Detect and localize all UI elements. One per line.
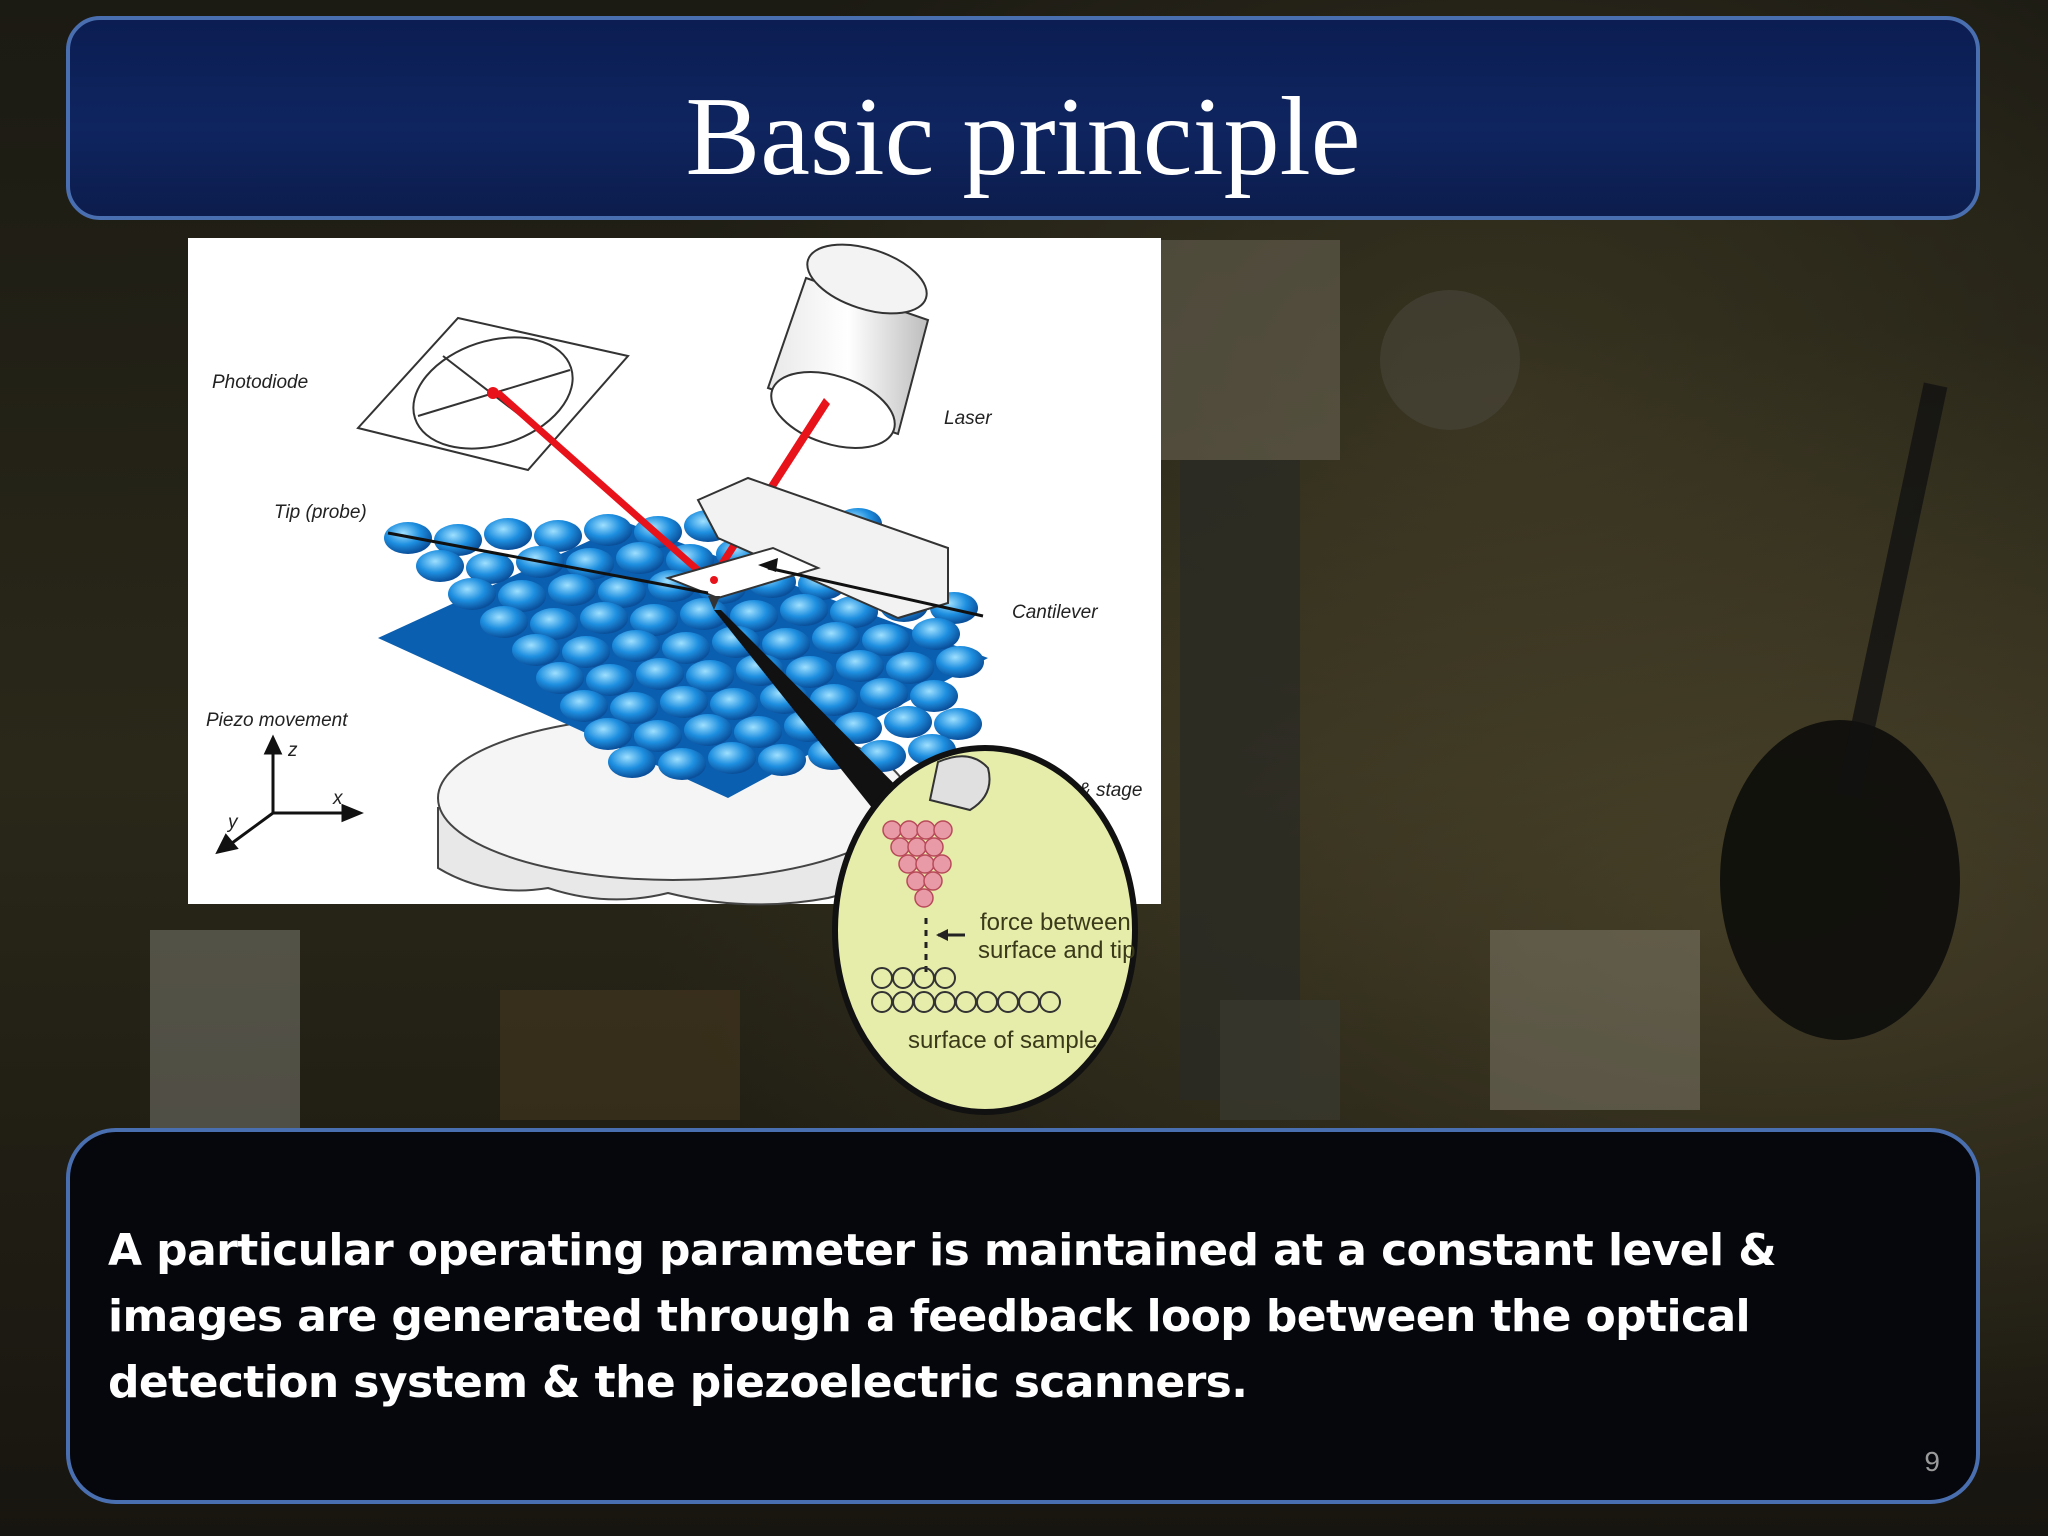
- surface-dome: [562, 636, 610, 668]
- axes-icon: [215, 734, 364, 855]
- surface-dome: [416, 550, 464, 582]
- sample-stage: [437, 715, 909, 906]
- surface-dome: [836, 650, 884, 682]
- tip-atom: [899, 820, 919, 840]
- label-axis-x: x: [332, 788, 344, 809]
- surface-dome: [598, 576, 646, 608]
- surface-dome: [680, 598, 728, 630]
- surface-dome: [586, 664, 634, 696]
- cantilever: [664, 476, 949, 620]
- label-tip: Tip (probe): [274, 502, 367, 523]
- surface-dome: [448, 578, 496, 610]
- surface-dome: [548, 574, 596, 606]
- surface-atoms: [871, 967, 1061, 1013]
- surface-dome: [536, 662, 584, 694]
- surface-dome: [560, 690, 608, 722]
- label-photodiode: Photodiode: [212, 372, 308, 393]
- afm-diagram: Photodiode Laser Tip (probe) Cantilever …: [206, 243, 1142, 906]
- surface-dome: [686, 660, 734, 692]
- surface-dome: [884, 706, 932, 738]
- surface-dome: [862, 624, 910, 656]
- surface-dome: [758, 744, 806, 776]
- surface-dome: [616, 542, 664, 574]
- surface-dome: [658, 748, 706, 780]
- surface-dome: [934, 708, 982, 740]
- surface-dome: [484, 518, 532, 550]
- surface-dome: [608, 746, 656, 778]
- title-banner: Basic principle: [66, 16, 1980, 220]
- tip-atom: [914, 888, 934, 908]
- surface-atom: [934, 967, 956, 989]
- surface-dome: [810, 684, 858, 716]
- tip-atom: [915, 854, 935, 874]
- label-force-line1: force between: [980, 909, 1131, 936]
- surface-dome: [860, 678, 908, 710]
- tip-atom: [916, 820, 936, 840]
- surface-dome: [730, 600, 778, 632]
- label-axis-z: z: [287, 740, 298, 761]
- surface-atom: [1039, 991, 1061, 1013]
- surface-dome: [530, 608, 578, 640]
- tip-atom: [890, 837, 910, 857]
- tip-atom: [907, 837, 927, 857]
- tip-atom: [882, 820, 902, 840]
- tip-atom: [923, 871, 943, 891]
- tip-atom: [906, 871, 926, 891]
- surface-dome: [936, 646, 984, 678]
- surface-dome: [498, 580, 546, 612]
- surface-dome: [662, 632, 710, 664]
- slide-title: Basic principle: [685, 75, 1361, 199]
- surface-dome: [512, 634, 560, 666]
- label-piezo: Piezo movement: [206, 710, 348, 731]
- surface-dome: [584, 514, 632, 546]
- surface-dome: [786, 656, 834, 688]
- surface-dome: [636, 658, 684, 690]
- label-cantilever: Cantilever: [1012, 602, 1098, 623]
- surface-dome: [612, 630, 660, 662]
- tip-atoms: [882, 820, 953, 908]
- surface-dome: [580, 602, 628, 634]
- surface-dome: [534, 520, 582, 552]
- surface-dome: [780, 594, 828, 626]
- surface-dome: [634, 720, 682, 752]
- label-axis-y: y: [226, 812, 239, 833]
- surface-dome: [584, 718, 632, 750]
- surface-dome: [762, 628, 810, 660]
- tip-atom: [898, 854, 918, 874]
- surface-dome: [660, 686, 708, 718]
- tip-atom: [933, 820, 953, 840]
- surface-dome: [610, 692, 658, 724]
- laser-source: [766, 243, 930, 449]
- tip-atom: [932, 854, 952, 874]
- surface-dome: [734, 716, 782, 748]
- surface-dome: [480, 606, 528, 638]
- photodiode: [356, 316, 630, 472]
- slide-body-text: A particular operating parameter is main…: [108, 1225, 1777, 1408]
- surface-dome: [710, 688, 758, 720]
- surface-dome: [630, 604, 678, 636]
- surface-dome: [812, 622, 860, 654]
- cantilever-pointer-line: [767, 566, 984, 618]
- label-surface: surface of sample: [908, 1027, 1097, 1054]
- label-stage: & stage: [1078, 780, 1142, 801]
- surface-dome: [910, 680, 958, 712]
- surface-dome: [466, 552, 514, 584]
- label-force-line2: surface and tip: [978, 937, 1135, 964]
- surface-dome: [684, 714, 732, 746]
- surface-dome: [912, 618, 960, 650]
- surface-dome: [886, 652, 934, 684]
- label-laser: Laser: [944, 408, 992, 429]
- body-text-box: [66, 1128, 1980, 1504]
- tip-inset-zoom: force between surface and tip surface of…: [832, 745, 1138, 1115]
- surface-dome: [708, 742, 756, 774]
- page-number: 9: [1924, 1446, 1940, 1477]
- tip-atom: [924, 837, 944, 857]
- tip-pointer-line: [387, 531, 709, 595]
